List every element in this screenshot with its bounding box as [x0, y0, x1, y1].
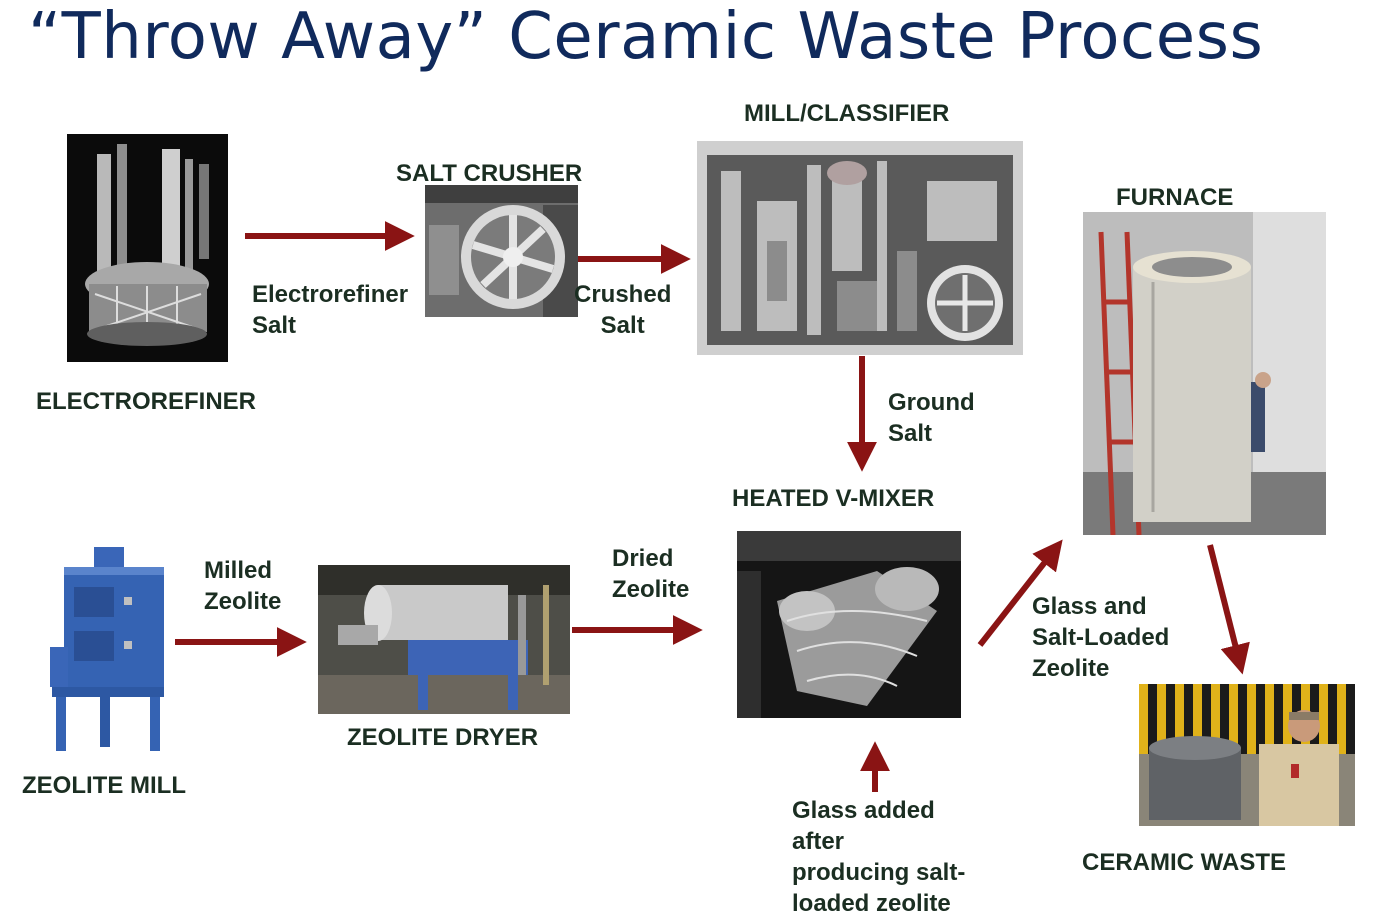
heated-v-mixer-label: HEATED V-MIXER — [732, 485, 935, 512]
flow-line: Zeolite — [612, 576, 690, 603]
zeolite-mill-label: ZEOLITE MILL — [22, 772, 186, 799]
flow-line: Glass and — [1032, 593, 1147, 620]
flow-line: Electrorefiner — [252, 281, 409, 308]
flow-line: Zeolite — [1032, 655, 1110, 682]
flow-line: Ground — [888, 389, 975, 416]
heated-v-mixer-photo — [737, 531, 961, 718]
arrow-mixer-to-furnace — [977, 539, 1063, 647]
salt-crusher-label: SALT CRUSHER — [396, 160, 583, 187]
ceramic-waste-label: CERAMIC WASTE — [1082, 849, 1286, 876]
furnace-label: FURNACE — [1116, 184, 1234, 211]
page-title: “Throw Away” Ceramic Waste Process — [28, 0, 1264, 74]
flow-line: Glass added — [792, 797, 935, 824]
flow-label-glass-salt-zeolite: Glass and Salt-Loaded Zeolite — [1032, 591, 1169, 684]
flow-label-crushed-salt: Crushed Salt — [574, 279, 671, 341]
flow-line: Dried — [612, 545, 674, 572]
flow-line: producing salt- — [792, 859, 966, 886]
electrorefiner-label: ELECTROREFINER — [36, 388, 257, 415]
zeolite-dryer-photo — [318, 565, 570, 714]
flow-line: after — [792, 828, 845, 855]
arrow-furnace-to-ceramic — [1207, 544, 1250, 675]
electrorefiner-photo — [67, 134, 228, 362]
flow-line: Salt — [888, 420, 933, 447]
flow-label-electrorefiner-salt: Electrorefiner Salt — [252, 279, 408, 341]
zeolite-dryer-label: ZEOLITE DRYER — [347, 724, 539, 751]
zeolite-mill-photo — [44, 547, 172, 754]
flow-line: loaded zeolite — [792, 890, 951, 917]
flow-label-dried-zeolite: Dried Zeolite — [612, 543, 689, 605]
flow-line: Crushed — [574, 281, 672, 308]
flow-label-milled-zeolite: Milled Zeolite — [204, 555, 281, 617]
flow-label-glass-added: Glass added after producing salt- loaded… — [792, 795, 965, 919]
mill-classifier-label: MILL/CLASSIFIER — [744, 100, 950, 127]
mill-classifier-photo — [697, 141, 1023, 355]
ceramic-waste-photo — [1139, 684, 1355, 826]
flow-line: Milled — [204, 557, 273, 584]
flow-label-ground-salt: Ground Salt — [888, 387, 975, 449]
salt-crusher-photo — [425, 185, 578, 317]
flow-line: Salt — [600, 312, 645, 339]
flow-line: Zeolite — [204, 588, 282, 615]
flow-line: Salt-Loaded — [1032, 624, 1170, 651]
flow-line: Salt — [252, 312, 297, 339]
furnace-photo — [1083, 212, 1326, 535]
